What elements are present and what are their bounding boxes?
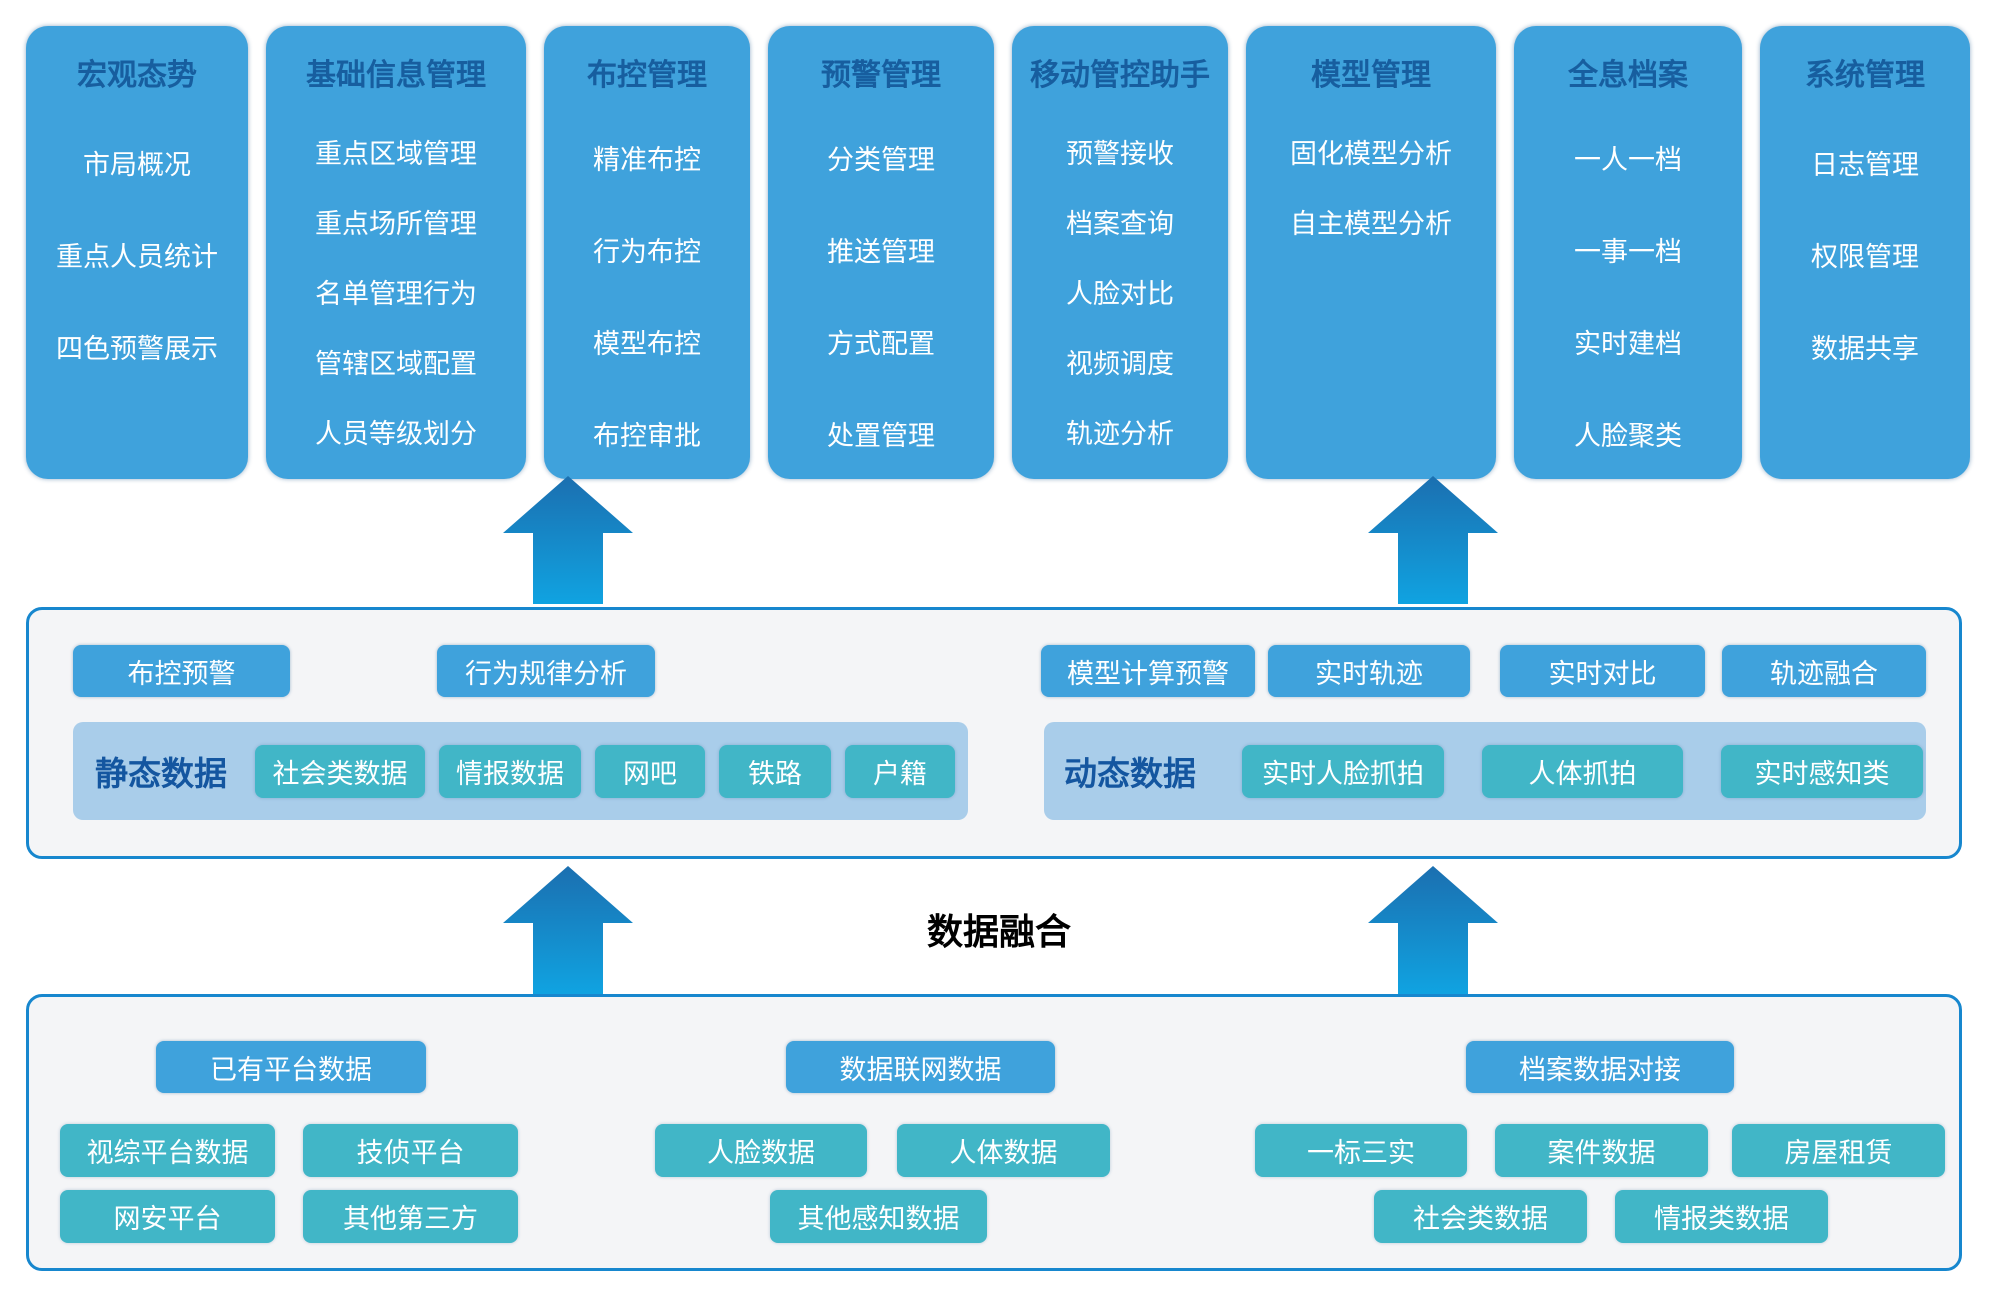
up-arrow-icon [1368, 866, 1498, 994]
module-column-mobile-assistant: 移动管控助手 预警接收 档案查询 人脸对比 视频调度 轨迹分析 [1012, 26, 1228, 479]
application-layer: 宏观态势 市局概况 重点人员统计 四色预警展示 基础信息管理 重点区域管理 重点… [26, 26, 1970, 479]
module-item: 一事一档 [1574, 236, 1682, 267]
data-group-header: 已有平台数据 [156, 1041, 426, 1093]
module-items: 市局概况 重点人员统计 四色预警展示 [26, 116, 248, 392]
data-source-chip: 人脸数据 [655, 1124, 867, 1177]
module-column-warning: 预警管理 分类管理 推送管理 方式配置 处置管理 [768, 26, 994, 479]
module-item: 固化模型分析 [1290, 138, 1452, 169]
module-title: 系统管理 [1805, 59, 1925, 92]
data-source-chip: 人体数据 [897, 1124, 1110, 1177]
data-source-chip: 实时人脸抓拍 [1242, 744, 1444, 798]
module-item: 权限管理 [1811, 241, 1919, 272]
module-item: 管辖区域配置 [315, 348, 477, 379]
module-item: 人员等级划分 [315, 418, 477, 449]
data-source-chip: 社会类数据 [1374, 1190, 1587, 1243]
module-items: 日志管理 权限管理 数据共享 [1760, 116, 1970, 392]
module-items: 一人一档 一事一档 实时建档 人脸聚类 [1514, 111, 1742, 479]
data-source-chip: 其他第三方 [303, 1190, 518, 1243]
module-item: 四色预警展示 [56, 333, 218, 364]
data-source-chip: 情报类数据 [1615, 1190, 1828, 1243]
module-title: 宏观态势 [77, 59, 197, 92]
module-title: 基础信息管理 [306, 59, 486, 92]
module-title: 移动管控助手 [1030, 59, 1210, 92]
module-item: 行为布控 [593, 236, 701, 267]
module-items: 重点区域管理 重点场所管理 名单管理行为 管辖区域配置 人员等级划分 [266, 116, 526, 466]
module-item: 重点区域管理 [315, 138, 477, 169]
module-items: 分类管理 推送管理 方式配置 处置管理 [768, 111, 994, 479]
module-item: 重点人员统计 [56, 241, 218, 272]
up-arrow-icon [503, 476, 633, 604]
module-item: 日志管理 [1811, 149, 1919, 180]
module-column-basic-info: 基础信息管理 重点区域管理 重点场所管理 名单管理行为 管辖区域配置 人员等级划… [266, 26, 526, 479]
data-source-chip: 社会类数据 [255, 744, 425, 798]
module-item: 方式配置 [827, 328, 935, 359]
module-items: 精准布控 行为布控 模型布控 布控审批 [544, 111, 750, 479]
data-source-chip: 实时感知类 [1721, 744, 1923, 798]
module-title: 布控管理 [587, 59, 707, 92]
data-source-chip: 铁路 [719, 744, 831, 798]
data-source-chip: 其他感知数据 [770, 1190, 987, 1243]
capability-button: 实时轨迹 [1268, 645, 1470, 697]
static-data-panel: 静态数据 社会类数据 情报数据 网吧 铁路 户籍 [73, 722, 968, 820]
up-arrow-icon [503, 866, 633, 994]
module-items: 预警接收 档案查询 人脸对比 视频调度 轨迹分析 [1012, 116, 1228, 466]
module-column-system-mgmt: 系统管理 日志管理 权限管理 数据共享 [1760, 26, 1970, 479]
module-column-macro-situation: 宏观态势 市局概况 重点人员统计 四色预警展示 [26, 26, 248, 479]
module-item: 档案查询 [1066, 208, 1174, 239]
module-item: 市局概况 [83, 149, 191, 180]
panel-label: 动态数据 [1064, 755, 1196, 792]
module-title: 预警管理 [821, 59, 941, 92]
data-source-chip: 案件数据 [1495, 1124, 1708, 1177]
module-item: 视频调度 [1066, 348, 1174, 379]
capability-button: 轨迹融合 [1722, 645, 1926, 697]
data-fusion-label: 数据融合 [926, 911, 1071, 952]
data-source-chip: 视综平台数据 [60, 1124, 275, 1177]
module-items: 固化模型分析 自主模型分析 [1246, 116, 1496, 256]
module-item: 轨迹分析 [1066, 418, 1174, 449]
module-item: 名单管理行为 [315, 278, 477, 309]
module-column-model-mgmt: 模型管理 固化模型分析 自主模型分析 [1246, 26, 1496, 479]
data-source-chip: 网安平台 [60, 1190, 275, 1243]
module-title: 全息档案 [1568, 59, 1688, 92]
capability-layer-box: 布控预警 行为规律分析 模型计算预警 实时轨迹 实时对比 轨迹融合 静态数据 社… [26, 607, 1962, 859]
module-item: 自主模型分析 [1290, 208, 1452, 239]
capability-button: 行为规律分析 [437, 645, 655, 697]
module-title: 模型管理 [1311, 59, 1431, 92]
module-column-holographic-archive: 全息档案 一人一档 一事一档 实时建档 人脸聚类 [1514, 26, 1742, 479]
data-source-chip: 户籍 [845, 744, 955, 798]
panel-label: 静态数据 [95, 755, 227, 792]
module-item: 人脸聚类 [1574, 420, 1682, 451]
module-item: 布控审批 [593, 420, 701, 451]
data-source-chip: 网吧 [595, 744, 705, 798]
module-item: 重点场所管理 [315, 208, 477, 239]
module-item: 一人一档 [1574, 144, 1682, 175]
module-item: 预警接收 [1066, 138, 1174, 169]
module-item: 人脸对比 [1066, 278, 1174, 309]
module-item: 处置管理 [827, 420, 935, 451]
up-arrow-icon [1368, 476, 1498, 604]
module-item: 实时建档 [1574, 328, 1682, 359]
data-group-header: 档案数据对接 [1466, 1041, 1734, 1093]
data-source-chip: 一标三实 [1255, 1124, 1467, 1177]
data-source-layer-box: 已有平台数据 数据联网数据 档案数据对接 视综平台数据 技侦平台 网安平台 其他… [26, 994, 1962, 1271]
module-item: 分类管理 [827, 144, 935, 175]
data-source-chip: 情报数据 [439, 744, 581, 798]
module-item: 精准布控 [593, 144, 701, 175]
data-source-chip: 技侦平台 [303, 1124, 518, 1177]
data-source-chip: 房屋租赁 [1732, 1124, 1945, 1177]
capability-button: 实时对比 [1500, 645, 1705, 697]
data-source-chip: 人体抓拍 [1482, 744, 1683, 798]
data-group-header: 数据联网数据 [786, 1041, 1055, 1093]
dynamic-data-panel: 动态数据 实时人脸抓拍 人体抓拍 实时感知类 [1044, 722, 1926, 820]
capability-button: 布控预警 [73, 645, 290, 697]
module-item: 数据共享 [1811, 333, 1919, 364]
module-column-surveillance: 布控管理 精准布控 行为布控 模型布控 布控审批 [544, 26, 750, 479]
capability-button: 模型计算预警 [1041, 645, 1255, 697]
module-item: 模型布控 [593, 328, 701, 359]
module-item: 推送管理 [827, 236, 935, 267]
